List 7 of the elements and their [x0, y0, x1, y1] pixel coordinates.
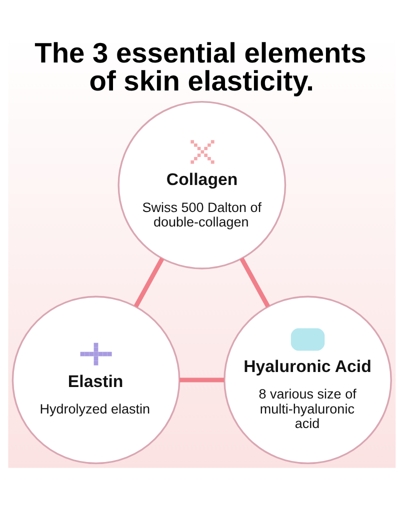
node-circle: Elastin Hydrolyzed elastin — [12, 296, 180, 464]
diagram-title: The 3 essential elements of skin elasticity. — [34, 37, 366, 97]
connector — [180, 378, 224, 382]
connector — [240, 257, 270, 308]
node-circle: Hyaluronic Acid 8 various size of multi-hyaluronic acid — [224, 296, 392, 464]
node-circle: Collagen Swiss 500 Dalton of double-collagen — [118, 100, 286, 270]
connector — [134, 257, 164, 308]
